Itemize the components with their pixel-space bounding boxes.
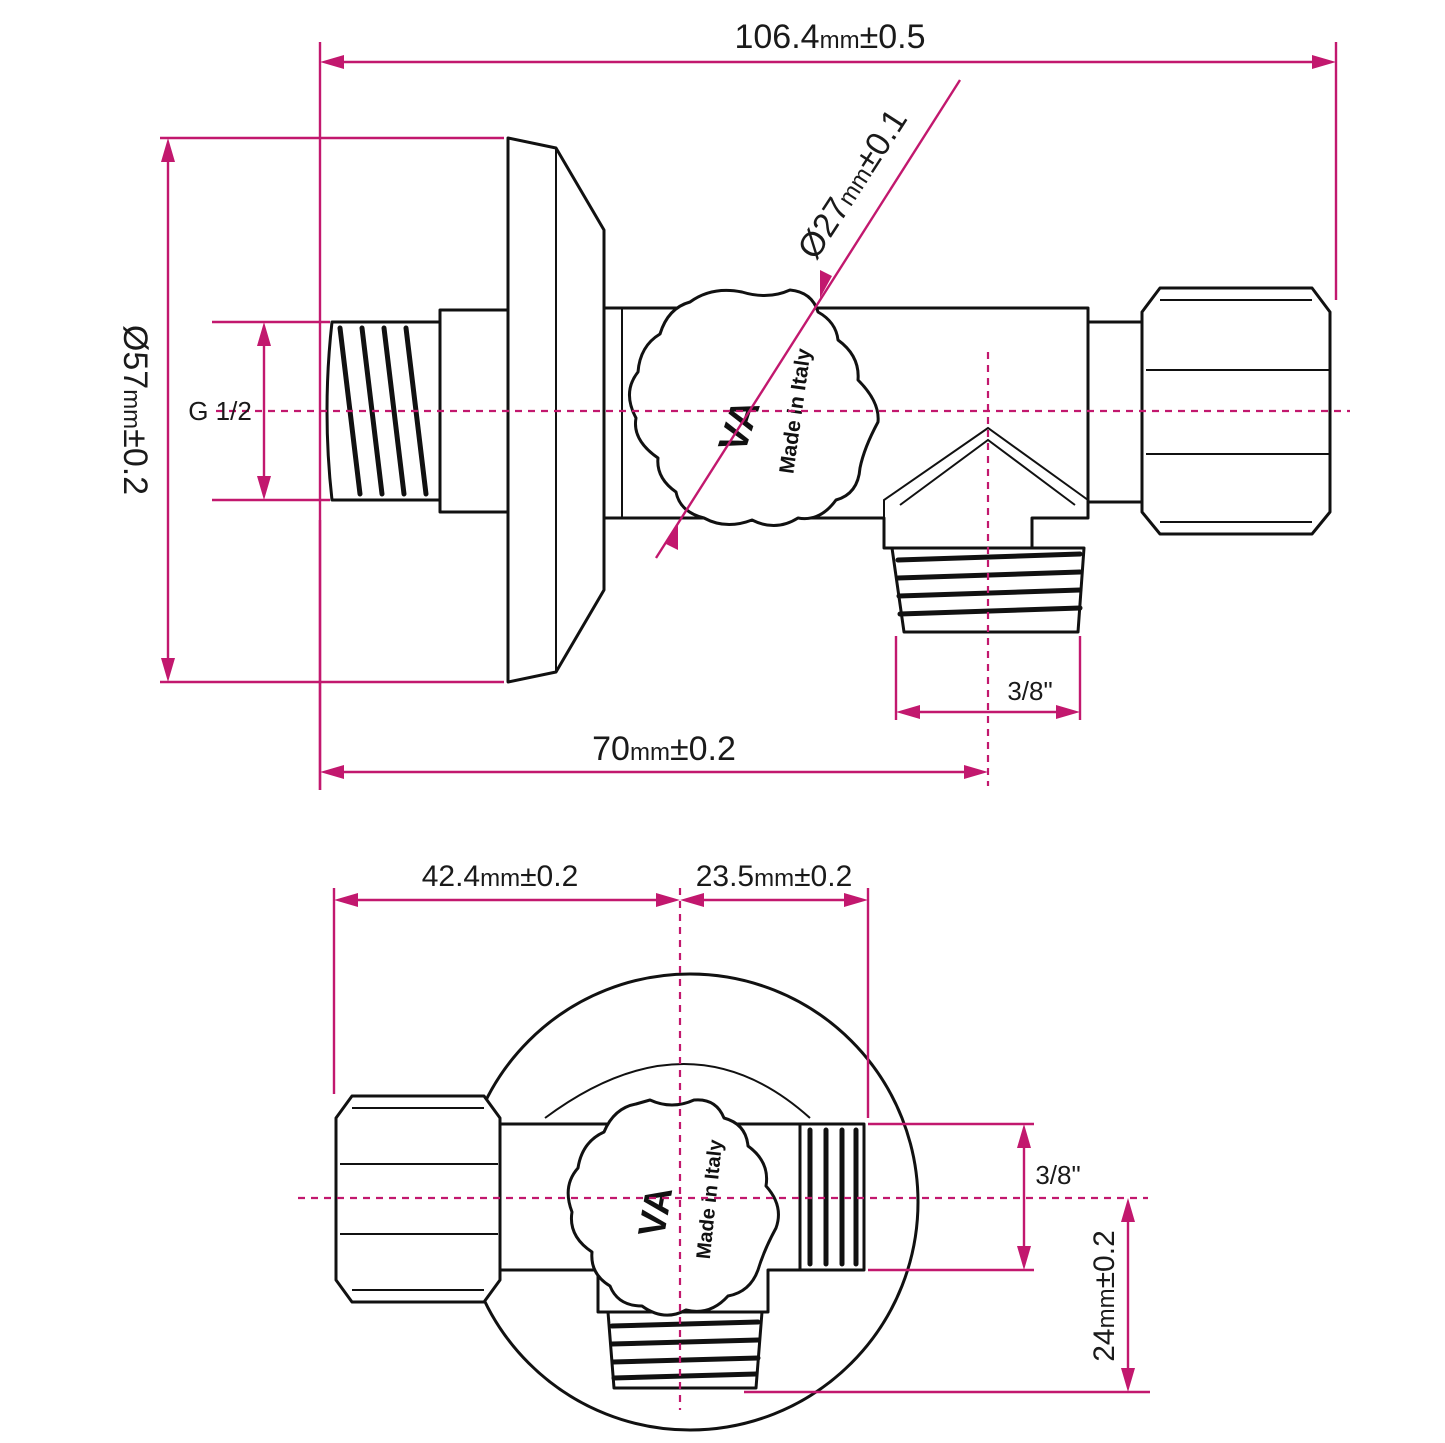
top-knob-logo: VA (631, 1184, 681, 1241)
outlet-offset-tol: ±0.2 (670, 730, 736, 768)
inlet-thread (325, 308, 510, 514)
dim-top-outlet-thread: 3/8" (868, 1122, 1081, 1272)
flange-diameter-value: 57 (116, 351, 154, 389)
svg-text:Ø27mm±0.1: Ø27mm±0.1 (790, 102, 915, 265)
vertical-offset-value: 24 (1088, 1328, 1121, 1361)
flange-diameter-unit: mm (118, 389, 145, 429)
svg-text:24mm±0.2: 24mm±0.2 (1088, 1230, 1121, 1362)
dim-left-offset: 42.4mm±0.2 (332, 860, 680, 1094)
flange-diameter-symbol: Ø (116, 325, 154, 351)
handle-knob: VA Made in Italy (628, 288, 880, 527)
dim-inlet-thread: G 1/2 (188, 320, 330, 502)
right-offset-value: 23.5 (696, 860, 754, 893)
dim-vertical-offset: 24mm±0.2 (744, 1198, 1150, 1394)
svg-text:23.5mm±0.2: 23.5mm±0.2 (696, 860, 853, 893)
dim-right-offset: 23.5mm±0.2 (680, 860, 870, 1118)
svg-text:70mm±0.2: 70mm±0.2 (592, 730, 736, 768)
vertical-offset-unit: mm (1093, 1288, 1120, 1328)
right-offset-tol: ±0.2 (794, 860, 852, 893)
overall-length-tol: ±0.5 (860, 18, 926, 56)
left-offset-unit: mm (480, 865, 520, 892)
inlet-thread-label: G 1/2 (188, 396, 252, 426)
dim-overall-length: 106.4mm±0.5 (318, 18, 1338, 790)
dim-outlet-offset: 70mm±0.2 (318, 520, 988, 790)
right-offset-unit: mm (754, 865, 794, 892)
overall-length-value: 106.4 (734, 18, 819, 56)
vertical-offset-tol: ±0.2 (1088, 1230, 1121, 1288)
outlet-offset-unit: mm (630, 739, 670, 766)
left-offset-value: 42.4 (422, 860, 480, 893)
overall-length-unit: mm (820, 27, 860, 54)
svg-text:106.4mm±0.5: 106.4mm±0.5 (734, 18, 925, 56)
svg-text:Ø57mm±0.2: Ø57mm±0.2 (116, 325, 154, 495)
outlet-offset-value: 70 (592, 730, 630, 768)
top-outlet-thread-label: 3/8" (1035, 1160, 1080, 1190)
outlet-thread-label: 3/8" (1007, 676, 1052, 706)
top-handle-knob: VA Made in Italy (566, 1098, 780, 1317)
left-offset-tol: ±0.2 (520, 860, 578, 893)
top-view: VA Made in Italy 42.4mm±0.2 23.5mm±0.2 (298, 860, 1150, 1432)
dim-flange-diameter: Ø57mm±0.2 (116, 136, 504, 684)
svg-text:42.4mm±0.2: 42.4mm±0.2 (422, 860, 579, 893)
flange-diameter-tol: ±0.2 (116, 429, 154, 495)
side-view: VA Made in Italy 106.4mm±0.5 Ø57mm±0.2 (116, 18, 1350, 790)
top-inlet-thread (606, 1310, 764, 1390)
dim-outlet-thread: 3/8" (894, 636, 1082, 720)
